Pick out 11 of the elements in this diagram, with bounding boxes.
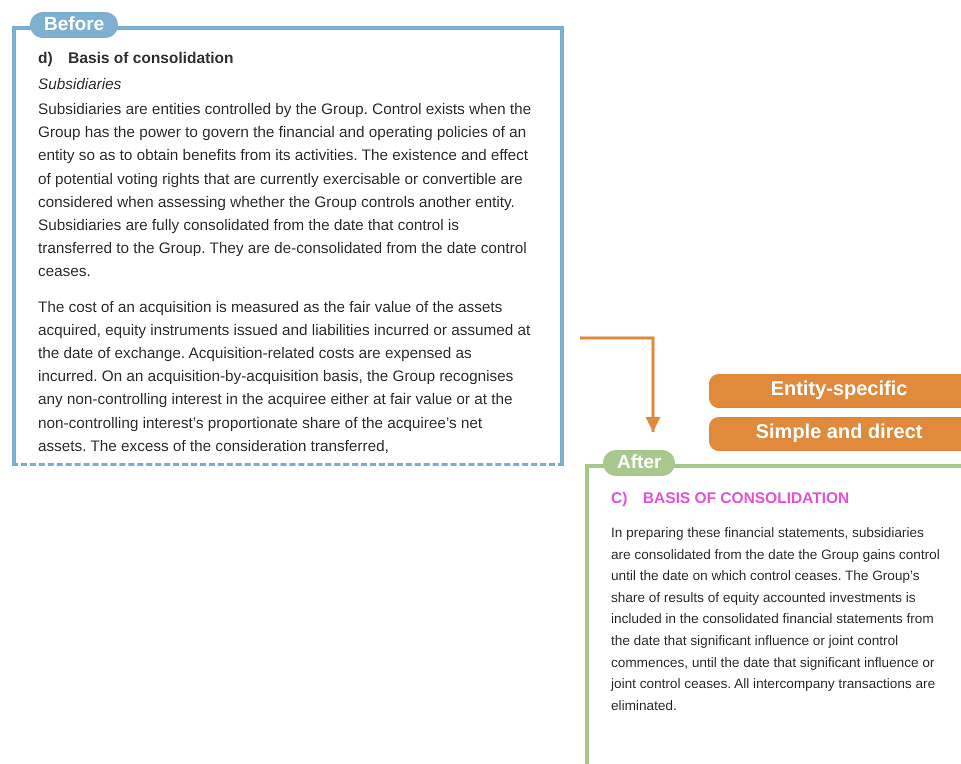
panel-tab: After [603, 450, 676, 476]
subheading: Subsidiaries [38, 76, 122, 94]
tag-label: Entity-specific [709, 374, 961, 408]
body-paragraph: Subsidiaries are entities controlled by the Group. Control exists when the Group has the power to govern the financial and operating policies of an entity so as to obtain benefits from its activities. The existence and effect of potential voting rights that are currently exercisable or convertible are considered when assessing whether the Group controls another entity. Subsidiaries are fully consolidated from the date that control is transferred to the Group. They are de-consolidated from the date control ceases. [38, 100, 532, 282]
tag-label: Simple and direct [709, 417, 961, 451]
section-heading: C) BASIS OF CONSOLIDATION [611, 490, 850, 508]
body-paragraph: The cost of an acquisition is measured as the fair value of the assets acquired, equity instruments issued and liabilities incurred or assumed at the date of exchange. Acquisition-related costs are expensed as incurred. On an acquisition-by-acquisition basis, the Group recognises any non-controlling interest in the acquiree either at fair value or at the non-controlling interest’s proportionate share of the acquiree’s net assets. The excess of the consideration transferred, [38, 298, 532, 457]
body-paragraph: In preparing these financial statements, subsidiaries are consolidated from the date the Group gains control until the date on which control ceases. The Group’s share of results of equity accounted investments is included in the consolidated financial statements from the date that significant influence or joint control commences, until the date that significant influence or joint control ceases. All intercompany transactions are eliminated. [611, 524, 941, 715]
section-heading: d) Basis of consolidation [38, 50, 234, 68]
panel-tab: Before [30, 12, 118, 38]
arrow [580, 336, 660, 432]
